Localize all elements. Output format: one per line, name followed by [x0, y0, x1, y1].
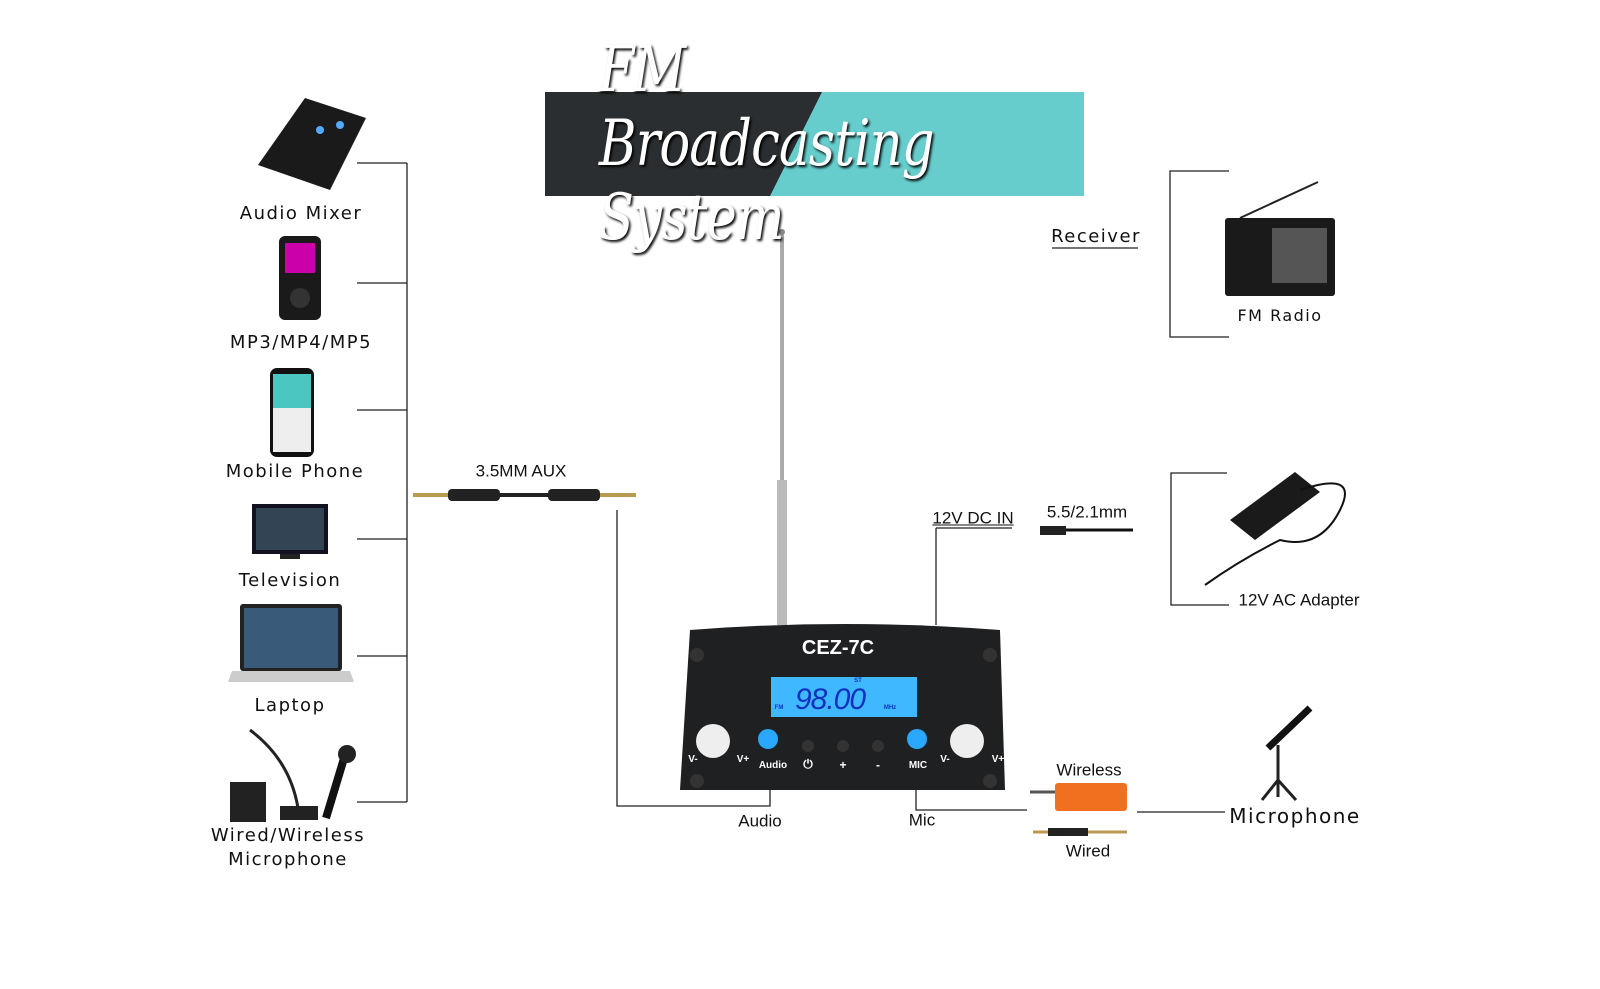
- volume-knob-mic: [950, 724, 984, 758]
- device-model: CEZ-7C: [801, 637, 875, 659]
- ctrl-v-minus-left: V-: [688, 754, 698, 765]
- label-microphone: Microphone: [1229, 804, 1361, 828]
- laptop-icon: [228, 604, 354, 682]
- label-mobile-phone: Mobile Phone: [225, 461, 365, 482]
- label-microphone-source: Microphone: [228, 849, 348, 870]
- television-icon: [252, 504, 328, 559]
- ctrl-power: ⏻: [803, 757, 813, 771]
- lcd-band: FM: [774, 705, 784, 711]
- label-mp3: MP3/MP4/MP5: [229, 332, 373, 353]
- label-aux: 3.5MM AUX: [475, 461, 567, 481]
- label-mic-port: Mic: [908, 810, 936, 830]
- fm-radio-icon: [1225, 181, 1335, 296]
- ctrl-v-plus-right: V+: [991, 754, 1005, 765]
- label-fm-radio: FM Radio: [1237, 306, 1323, 325]
- ctrl-v-minus-right: V-: [940, 754, 950, 765]
- page-title: FM Broadcasting System: [598, 33, 935, 255]
- plus-button: [837, 740, 849, 752]
- transmitter-device: [680, 624, 1005, 790]
- ac-adapter-icon: [1204, 472, 1346, 586]
- ctrl-v-plus-left: V+: [736, 754, 750, 765]
- mobile-phone-icon: [270, 368, 314, 457]
- audio-led: [758, 729, 778, 749]
- antenna-icon: [777, 229, 787, 625]
- label-wireless: Wireless: [1056, 760, 1122, 780]
- ctrl-minus: -: [876, 758, 880, 772]
- label-receiver: Receiver: [1051, 226, 1141, 247]
- ctrl-mic: MIC: [908, 760, 928, 771]
- label-wired: Wired: [1065, 841, 1111, 861]
- volume-knob-audio: [696, 724, 730, 758]
- microphone-set-icon: [230, 728, 356, 822]
- label-audio-mixer: Audio Mixer: [239, 203, 363, 224]
- label-television: Television: [238, 570, 342, 591]
- minus-button: [872, 740, 884, 752]
- label-audio-port: Audio: [738, 811, 782, 831]
- lcd-display: [771, 677, 917, 717]
- lcd-station: ST: [854, 678, 862, 684]
- lcd-unit: MHz: [883, 705, 897, 711]
- wireless-mic-receiver-icon: [1030, 783, 1127, 811]
- power-button: [802, 740, 814, 752]
- mic-led: [907, 729, 927, 749]
- label-dc-in: 12V DC IN: [932, 508, 1014, 528]
- label-ac-adapter: 12V AC Adapter: [1238, 590, 1360, 610]
- connector-lines: [357, 162, 1229, 813]
- banner: [545, 92, 1084, 196]
- audio-mixer-icon: [258, 98, 366, 190]
- dc-plug-icon: [1040, 526, 1133, 535]
- mp3-player-icon: [279, 236, 321, 320]
- label-plug-size: 5.5/2.1mm: [1046, 502, 1128, 522]
- wired-mic-plug-icon: [1033, 828, 1127, 836]
- aux-cable-icon: [413, 489, 636, 501]
- lcd-frequency: 98.00: [794, 683, 866, 716]
- label-wired-wireless: Wired/Wireless: [210, 825, 366, 846]
- microphone-stand-icon: [1260, 705, 1313, 802]
- ctrl-audio: Audio: [758, 760, 788, 771]
- ctrl-plus: +: [839, 758, 847, 772]
- label-laptop: Laptop: [254, 695, 326, 716]
